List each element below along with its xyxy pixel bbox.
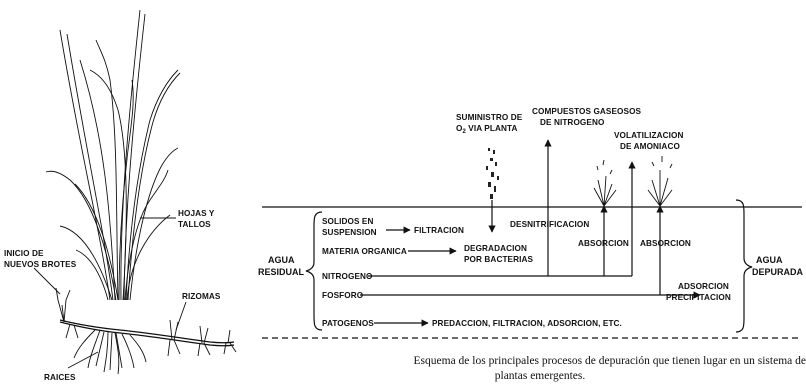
patogenos-procesos: PREDACCION, FILTRACION, ADSORCION, ETC. (432, 319, 622, 328)
left-brace (305, 211, 323, 331)
materia-organica: MATERIA ORGANICA (322, 247, 407, 256)
desnitrificacion-label: DESNITRIFICACION (510, 220, 589, 229)
label-hojas-1: HOJAS Y (178, 209, 215, 218)
rhizome (59, 319, 235, 344)
volatil-1: VOLATILIZACION (614, 131, 683, 140)
suministro-1: SUMINISTRO DE (456, 113, 523, 122)
absorcion-2-label: ABSORCION (640, 239, 691, 248)
right-brace (735, 199, 753, 333)
label-brotes-2: NUEVOS BROTES (4, 260, 77, 269)
precipitacion-label: PRECIPITACION (666, 293, 731, 302)
agua-depurada-1: AGUA (756, 255, 783, 265)
o2-subscript: 2 (462, 129, 466, 135)
nitrogeno-label: NITROGENO (322, 272, 373, 281)
patogenos-label: PATOGENOS (322, 319, 374, 328)
plant-illustration: HOJAS Y TALLOS INICIO DE NUEVOS BROTES R… (4, 9, 237, 382)
via-planta: VIA PLANTA (466, 124, 518, 133)
plant-roots (65, 323, 237, 375)
caption-line-1: Esquema de los principales procesos de d… (414, 355, 806, 367)
agua-residual-1: AGUA (268, 255, 295, 265)
filtracion-label: FILTRACION (414, 226, 464, 235)
process-diagram: AGUA RESIDUAL AGUA DEPURADA SOLIDOS EN S… (258, 107, 804, 339)
compuestos-1: COMPUESTOS GASEOSOS (532, 107, 642, 116)
sprig-2 (647, 156, 673, 207)
adsorcion-label: ADSORCION (678, 282, 729, 291)
fosforo-label: FOSFORO (322, 291, 364, 300)
label-rizomas: RIZOMAS (182, 292, 221, 301)
label-brotes-1: INICIO DE (4, 249, 44, 258)
sprig-1 (593, 159, 617, 207)
solidos-2: SUSPENSION (322, 228, 377, 237)
label-raices: RAICES (44, 373, 76, 382)
degradacion-2: POR BACTERIAS (464, 255, 534, 264)
o2-stipple (486, 148, 499, 199)
solidos-1: SOLIDOS EN (322, 217, 374, 226)
compuestos-2: DE NITROGENO (540, 118, 605, 127)
volatil-2: DE AMONIACO (620, 142, 680, 151)
plant-leaves (45, 9, 181, 301)
suministro-2: O2 VIA PLANTA (456, 124, 518, 135)
degradacion-1: DEGRADACION (464, 244, 527, 253)
label-hojas-2: TALLOS (178, 220, 211, 229)
new-shoots (55, 287, 231, 344)
o2-symbol: O (456, 124, 463, 133)
absorcion-1-label: ABSORCION (578, 239, 629, 248)
agua-residual-2: RESIDUAL (258, 267, 305, 277)
agua-depurada-2: DEPURADA (752, 267, 804, 277)
caption-line-2: plantas emergentes. (495, 370, 586, 382)
